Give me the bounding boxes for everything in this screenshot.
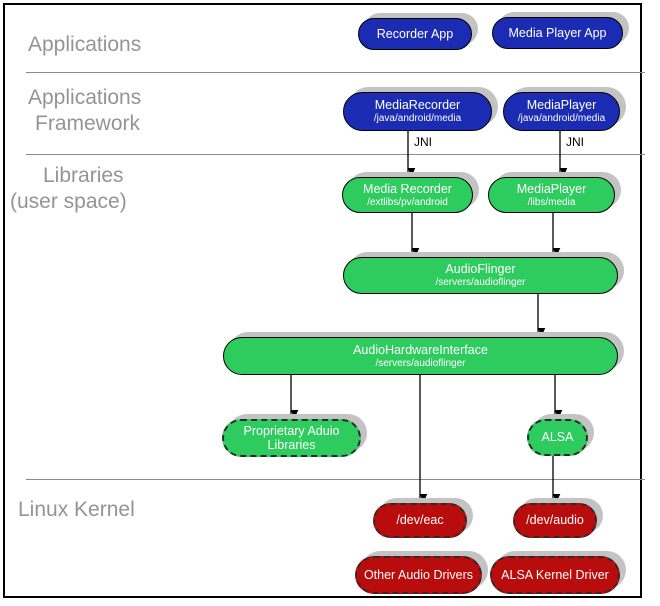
jni-label-right: JNI bbox=[566, 135, 584, 149]
node-audioflinger: AudioFlinger /servers/audioflinger bbox=[343, 257, 618, 294]
node-sublabel: /servers/audioflinger bbox=[375, 357, 466, 369]
divider-libraries-kernel bbox=[26, 479, 645, 480]
node-label: Proprietary Aduio Libraries bbox=[243, 424, 340, 452]
section-label-applications: Applications bbox=[28, 33, 142, 56]
node-sublabel: /extlibs/pv/android bbox=[367, 196, 448, 208]
node-label: /dev/audio bbox=[526, 513, 584, 527]
node-alsa: ALSA bbox=[527, 419, 588, 456]
node-label: Other Audio Drivers bbox=[363, 567, 474, 582]
divider-framework-libraries bbox=[26, 154, 645, 155]
section-label-framework-line2: Framework bbox=[35, 112, 141, 135]
node-sublabel: /java/android/media bbox=[517, 113, 606, 124]
node-label: Media Recorder bbox=[363, 181, 452, 196]
node-mediarecorder-framework: MediaRecorder /java/android/media bbox=[343, 92, 492, 131]
node-label: AudioHardwareInterface bbox=[353, 342, 488, 357]
node-media-recorder-lib: Media Recorder /extlibs/pv/android bbox=[342, 177, 473, 213]
node-proprietary-audio-libraries: Proprietary Aduio Libraries bbox=[222, 419, 361, 457]
node-media-player-app: Media Player App bbox=[492, 17, 623, 49]
diagram-frame bbox=[3, 3, 642, 598]
node-label: Media Player App bbox=[508, 25, 607, 40]
section-label-framework-line1: Applications bbox=[28, 86, 142, 109]
section-label-libraries-line1: Libraries bbox=[43, 164, 124, 187]
node-sublabel: /java/android/media bbox=[373, 113, 462, 124]
node-mediaplayer-framework: MediaPlayer /java/android/media bbox=[503, 92, 620, 131]
node-audio-hardware-interface: AudioHardwareInterface /servers/audiofli… bbox=[223, 337, 618, 375]
node-label: /dev/eac bbox=[396, 513, 444, 527]
node-label: MediaPlayer bbox=[516, 181, 587, 196]
node-label: Recorder App bbox=[376, 26, 454, 41]
node-sublabel: /libs/media bbox=[527, 196, 576, 208]
node-label: AudioFlinger bbox=[445, 262, 516, 276]
node-label: ALSA bbox=[541, 430, 574, 444]
node-sublabel: /servers/audioflinger bbox=[435, 277, 526, 288]
node-mediaplayer-lib: MediaPlayer /libs/media bbox=[488, 177, 615, 213]
section-label-libraries-line2: (user space) bbox=[10, 190, 127, 213]
node-other-audio-drivers: Other Audio Drivers bbox=[355, 556, 482, 594]
node-dev-eac: /dev/eac bbox=[373, 503, 467, 538]
node-label: ALSA Kernel Driver bbox=[501, 567, 609, 582]
jni-label-left: JNI bbox=[414, 135, 432, 149]
section-label-linux-kernel: Linux Kernel bbox=[18, 498, 135, 521]
node-label: MediaPlayer bbox=[526, 98, 597, 112]
node-recorder-app: Recorder App bbox=[358, 18, 472, 50]
node-dev-audio: /dev/audio bbox=[513, 503, 597, 538]
node-label: MediaRecorder bbox=[374, 98, 461, 112]
divider-applications-framework bbox=[26, 72, 645, 73]
node-alsa-kernel-driver: ALSA Kernel Driver bbox=[490, 556, 620, 594]
